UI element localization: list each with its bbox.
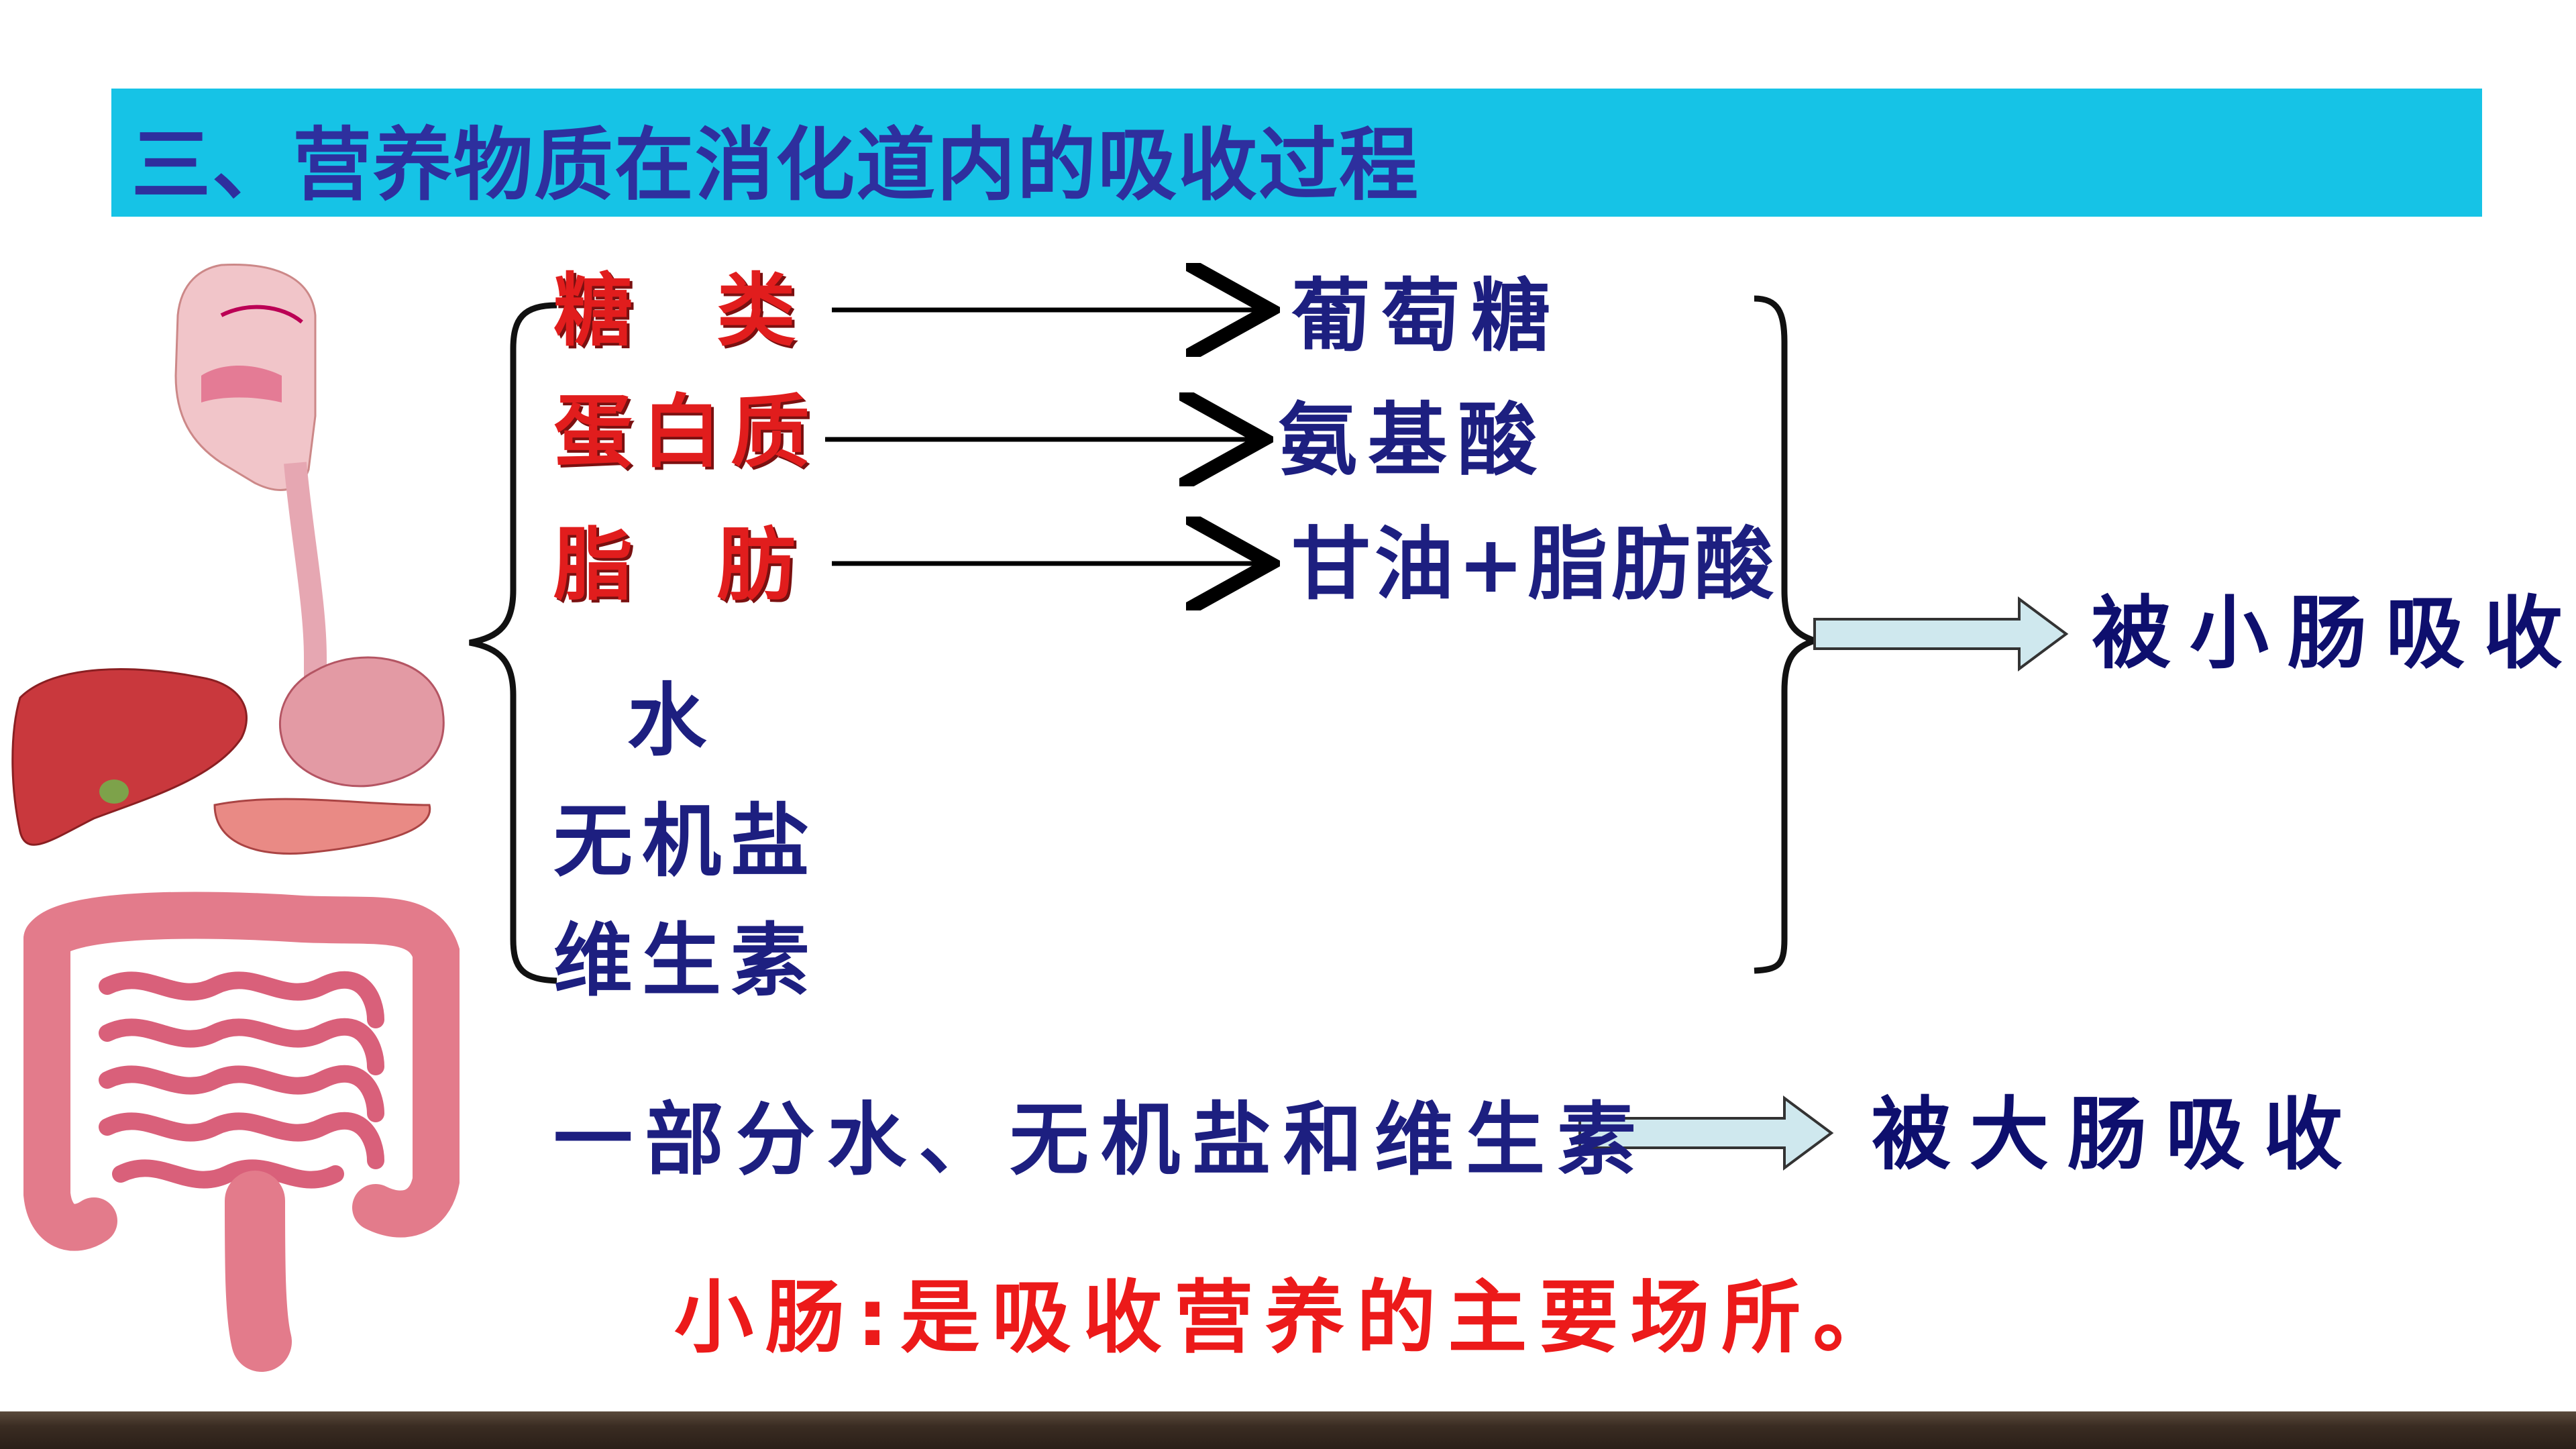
nutrient-fat: 脂 肪 (553, 519, 824, 611)
large-intestine-source: 一部分水、无机盐和维生素 (553, 1093, 1649, 1186)
conclusion: 小肠:是吸收营养的主要场所。 (674, 1271, 1904, 1364)
nutrient-sugar: 糖 类 (553, 264, 824, 357)
small-intestine (99, 971, 384, 1189)
mouth-cavity (201, 366, 282, 402)
wood-floor-strip (0, 1411, 2576, 1449)
pancreas (213, 798, 431, 855)
direct-vitamins: 维生素 (553, 914, 820, 1007)
nutrient-protein: 蛋白质 (553, 386, 820, 478)
large-intestine (23, 892, 460, 1238)
ascending-colon (23, 916, 117, 1251)
product-glycerol-fatty-acid: 甘油+脂肪酸 (1291, 518, 1778, 610)
direct-minerals: 无机盐 (553, 795, 820, 888)
product-glucose: 葡萄糖 (1291, 270, 1562, 362)
gallbladder (99, 780, 129, 804)
direct-water: 水 (627, 674, 707, 767)
arrow-to-large-intestine (1578, 1095, 1834, 1171)
arrow-to-small-intestine (1813, 596, 2069, 672)
title-bar: 三、营养物质在消化道内的吸收过程 (111, 89, 2482, 217)
liver (11, 668, 248, 846)
rectum (225, 1171, 292, 1372)
page-title: 三、营养物质在消化道内的吸收过程 (131, 119, 1420, 211)
small-intestine-result: 被小肠吸收 (2092, 587, 2576, 680)
nasal-cavity (220, 305, 303, 324)
product-amino-acid: 氨基酸 (1278, 394, 1548, 486)
stomach (278, 656, 445, 788)
large-intestine-result: 被大肠吸收 (1872, 1088, 2362, 1181)
esophagus (284, 462, 327, 711)
right-brace (1754, 295, 1825, 974)
left-brace (469, 302, 557, 984)
